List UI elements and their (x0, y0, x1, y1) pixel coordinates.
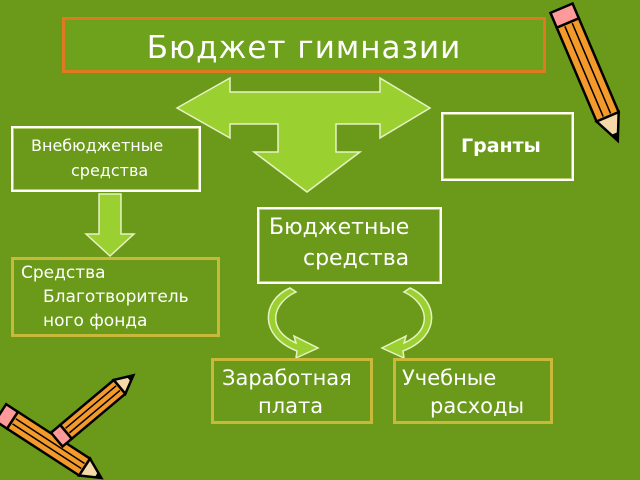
study-expenses-box: Учебные расходы (393, 358, 553, 424)
grants-box: Гранты (441, 112, 574, 181)
pencil-icon (0, 402, 104, 480)
salary-label-line1: Заработная (222, 366, 352, 390)
curved-arrow-left-icon (267, 287, 320, 360)
extra-budget-box: Внебюджетные средства (11, 126, 201, 192)
curved-arrow-right-icon (380, 287, 433, 360)
three-way-arrow-icon (175, 76, 432, 193)
down-arrow-icon (84, 193, 136, 258)
grants-label: Гранты (461, 135, 541, 157)
budget-label-line2: средства (303, 246, 410, 271)
extra-budget-label-line1: Внебюджетные (31, 136, 164, 155)
salary-box: Заработная плата (211, 358, 373, 424)
title-box: Бюджет гимназии (62, 17, 546, 73)
charity-fund-box: Средства Благотворитель ного фонда (11, 257, 220, 337)
pencil-icon (548, 1, 621, 144)
charity-label-line1: Средства (21, 263, 106, 283)
pencil-icon (49, 373, 136, 449)
study-label-line2: расходы (430, 394, 525, 418)
charity-label-line2: Благотворитель (43, 287, 189, 307)
budget-label-line1: Бюджетные (269, 215, 410, 240)
budget-funds-box: Бюджетные средства (257, 207, 442, 284)
study-label-line1: Учебные (402, 366, 497, 390)
page-title: Бюджет гимназии (146, 30, 462, 66)
charity-label-line3: ного фонда (43, 311, 148, 331)
extra-budget-label-line2: средства (71, 161, 149, 180)
salary-label-line2: плата (258, 394, 324, 418)
